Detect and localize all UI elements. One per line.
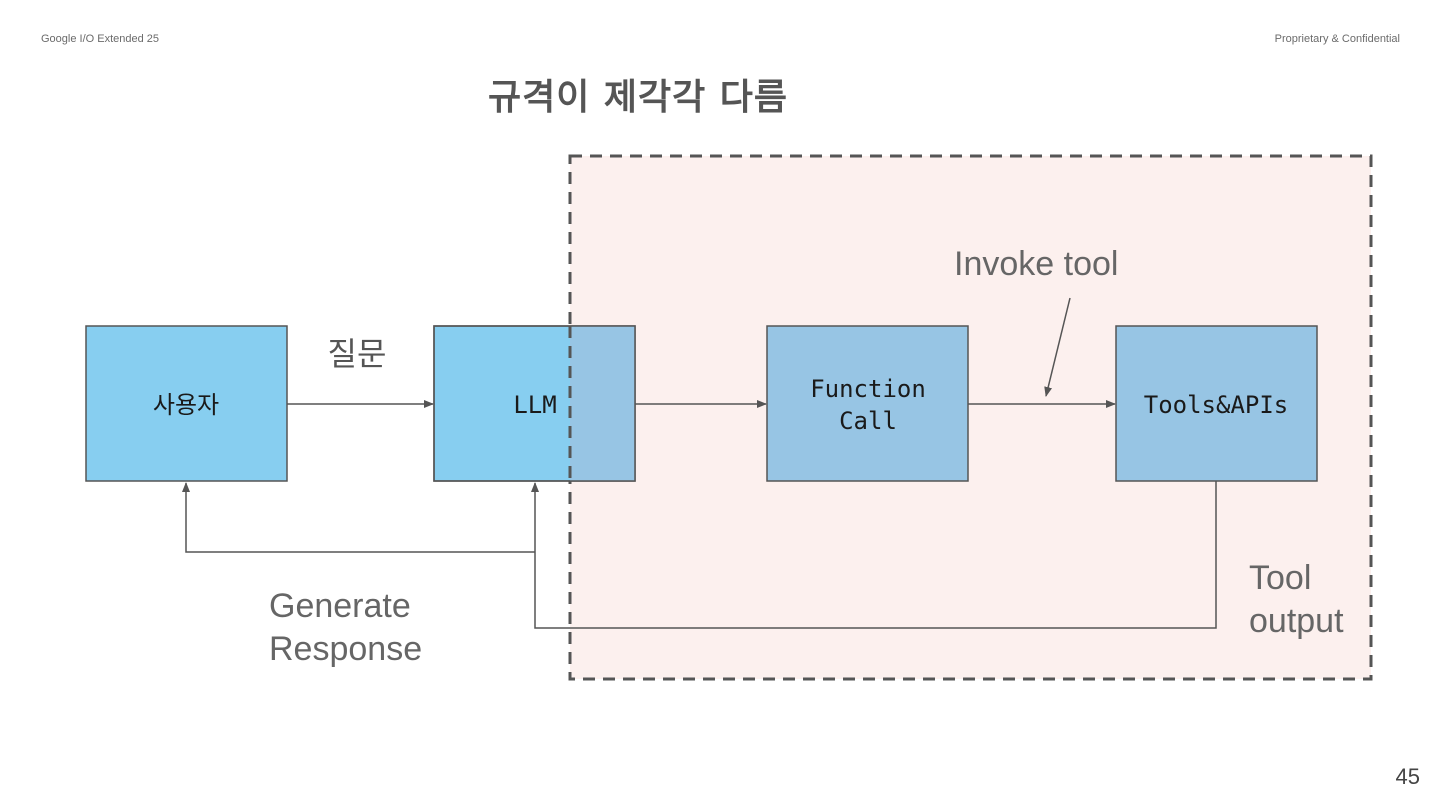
tools-apis-box: [1115, 325, 1318, 482]
tool-output-label-line2: output: [1249, 602, 1344, 640]
header-event-name: Google I/O Extended 25: [41, 33, 160, 45]
invoke-tool-label: Invoke tool: [954, 245, 1118, 283]
arrow-llm-to-user: [182, 482, 535, 553]
tool-output-label-line1: Tool: [1249, 559, 1311, 597]
tools-apis-label: Tools&APIs: [1144, 391, 1289, 419]
function-call-label-line2: Call: [839, 407, 897, 435]
slide-title: 규격이 제각각 다름: [488, 77, 789, 118]
user-label: 사용자: [153, 391, 219, 419]
generate-response-label-line1: Generate: [269, 587, 411, 625]
llm-box-overlap: [570, 326, 635, 481]
arrow-tools-to-llm: [531, 481, 1217, 629]
invoke-tool-pointer: [1044, 297, 1071, 397]
question-label: 질문: [328, 335, 387, 373]
llm-label: LLM: [513, 391, 556, 419]
user-box: [85, 325, 288, 482]
page-number: 45: [1395, 764, 1420, 789]
function-call-box: [766, 325, 969, 482]
header-confidential-note: Proprietary & Confidential: [1274, 33, 1400, 45]
function-call-label-line1: Function: [810, 375, 926, 403]
generate-response-label-line2: Response: [269, 630, 422, 668]
